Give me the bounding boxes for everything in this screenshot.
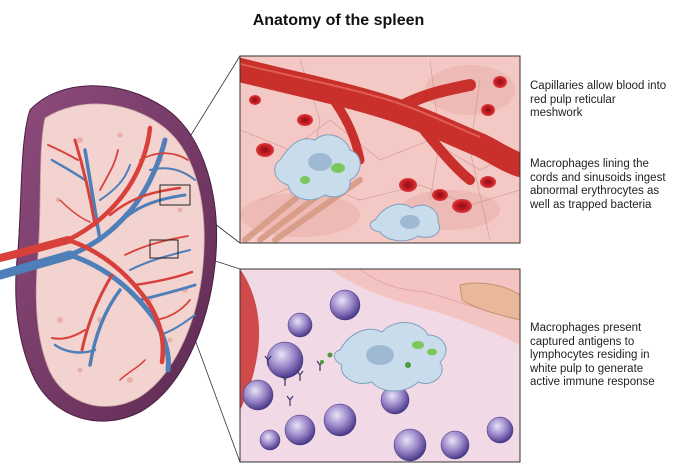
caption-antigen-presentation: Macrophages present captured antigens to… [530, 322, 655, 388]
white-pulp-panel [240, 269, 520, 462]
white-pulp-panel-frame [239, 268, 521, 463]
antibodies [264, 355, 324, 406]
splenic-artery-tree [0, 125, 194, 381]
red-pulp-zoom-box [159, 184, 191, 206]
red-pulp-macrophage-2 [369, 203, 441, 242]
spleen-organ [0, 85, 218, 422]
antigen-presenting-macrophage [320, 322, 447, 392]
erythrocytes [249, 76, 507, 213]
red-pulp-macrophage [274, 134, 361, 201]
diagram-title: Anatomy of the spleen [252, 12, 425, 29]
red-pulp-panel-frame [239, 55, 521, 244]
red-pulp-speckles [55, 132, 188, 383]
caption-macrophages-cords: Macrophages lining the cords and sinusoi… [530, 158, 666, 211]
splenic-vein-tree [0, 137, 197, 373]
red-pulp-panel [240, 56, 520, 243]
white-pulp-zoom-box [149, 239, 179, 259]
caption-capillaries: Capillaries allow blood into red pulp re… [530, 80, 667, 119]
lymphocytes [242, 289, 514, 462]
